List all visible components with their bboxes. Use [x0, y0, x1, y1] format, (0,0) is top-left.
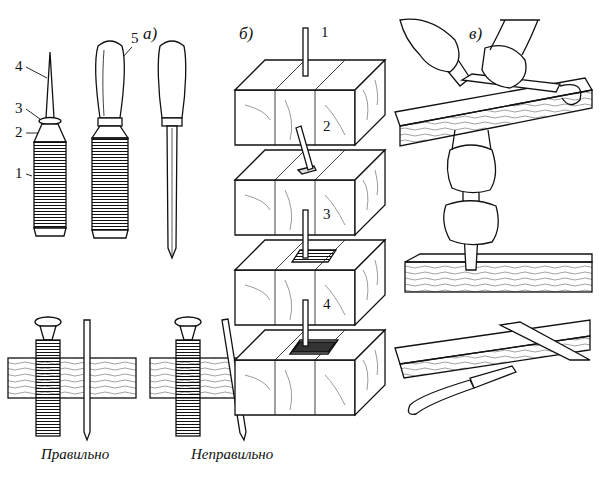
panel-letter: в) [468, 26, 483, 42]
callout-number: 3 [322, 206, 332, 222]
hand-methods [395, 19, 592, 414]
callout-number: 2 [322, 118, 332, 134]
panel-letter: а) [142, 26, 158, 42]
callout-number: 4 [14, 58, 24, 74]
callout-number: 1 [320, 24, 330, 40]
callout-number: 3 [14, 100, 24, 116]
tanged-chisel [34, 52, 66, 236]
caption-text: Правильно [40, 446, 110, 462]
panel-letter: б) [238, 26, 254, 42]
caption-text: Неправильно [190, 446, 274, 462]
callout-number: 4 [322, 296, 332, 312]
narrow-chisel [158, 41, 185, 258]
callout-number: 2 [14, 124, 24, 140]
wide-chisel [92, 41, 128, 238]
mortise-stages [235, 28, 385, 415]
callout-number: 5 [130, 30, 140, 46]
callout-number: 1 [14, 165, 24, 181]
